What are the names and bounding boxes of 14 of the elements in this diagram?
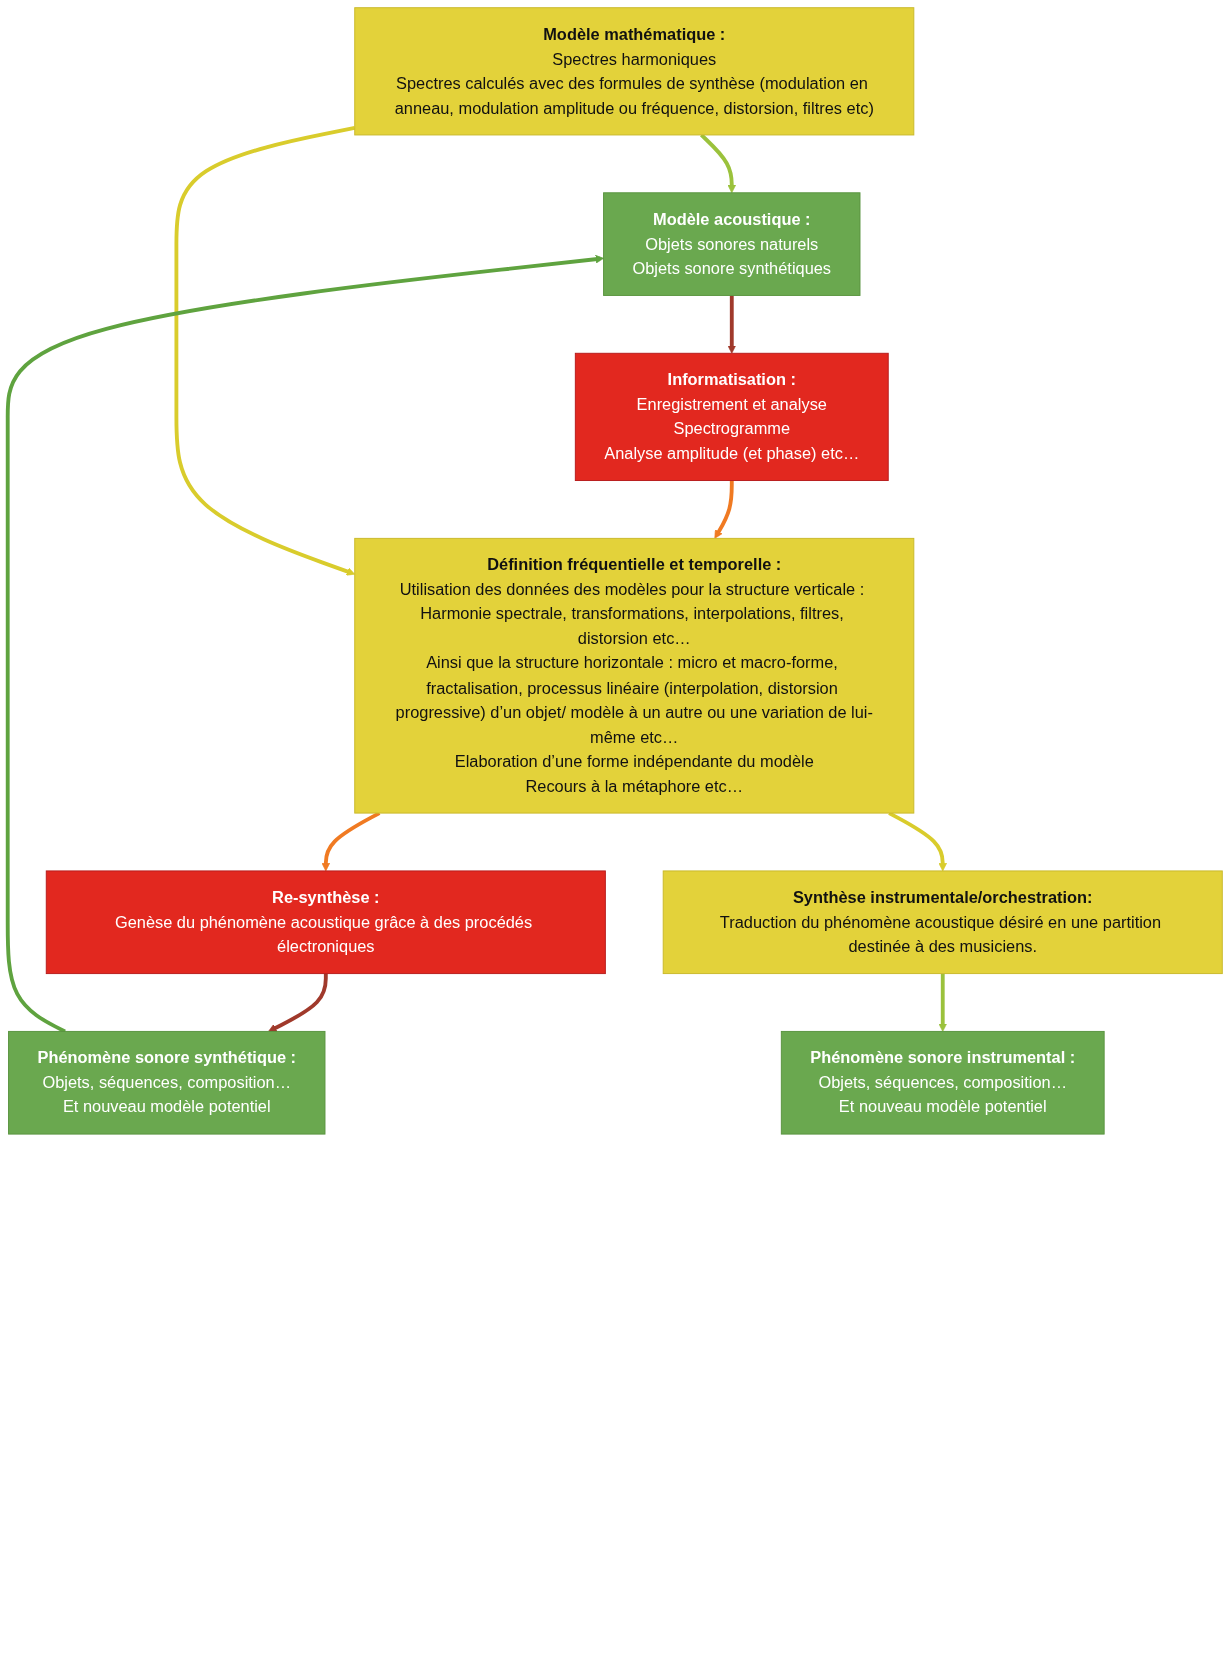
node-box: Modèle mathématique : Spectres harmoniques Spectres calculés avec des formules de synthèse (modulation en anneau, modulation amplitude ou fréquence, distorsion, filtres etc): [354, 7, 915, 136]
node-box: Synthèse instrumentale/orchestration: Traduction du phénomène acoustique désiré en une partition destinée à des musiciens.: [662, 870, 1223, 975]
node-box: Phénomène sonore instrumental : Objets, séquences, composition… Et nouveau modèle potentiel: [780, 1030, 1105, 1135]
arrow: [938, 973, 947, 1032]
arrow: [727, 295, 736, 354]
arrow: [699, 133, 736, 194]
arrow: [268, 973, 328, 1032]
node-box: Re-synthèse : Genèse du phénomène acoustique grâce à des procédés électroniques: [45, 870, 606, 975]
node-box: Phénomène sonore synthétique : Objets, séquences, composition… Et nouveau modèle potentiel: [8, 1030, 326, 1135]
node-box: Modèle acoustique : Objets sonores naturels Objets sonore synthétiques: [603, 192, 861, 296]
arrow: [714, 480, 734, 539]
arrow: [174, 125, 356, 576]
node-box: Définition fréquentielle et temporelle : Utilisation des données des modèles pour la structure verticale : Harmonie spectrale, transformations, interpolations, filtres, distorsion etc… Ainsi que la structure horizontale : micro et macro-forme, fractalisation, processus linéaire (interpolation, distorsion progressive) d’un objet/ modèle à un autre ou une variation de lui-même etc… Elaboration d’une forme indépendante du modèle Recours à la métaphore etc…: [354, 537, 915, 814]
node-box: Informatisation : Enregistrement et analyse Spectrogramme Analyse amplitude (et phase) etc…: [574, 352, 889, 481]
